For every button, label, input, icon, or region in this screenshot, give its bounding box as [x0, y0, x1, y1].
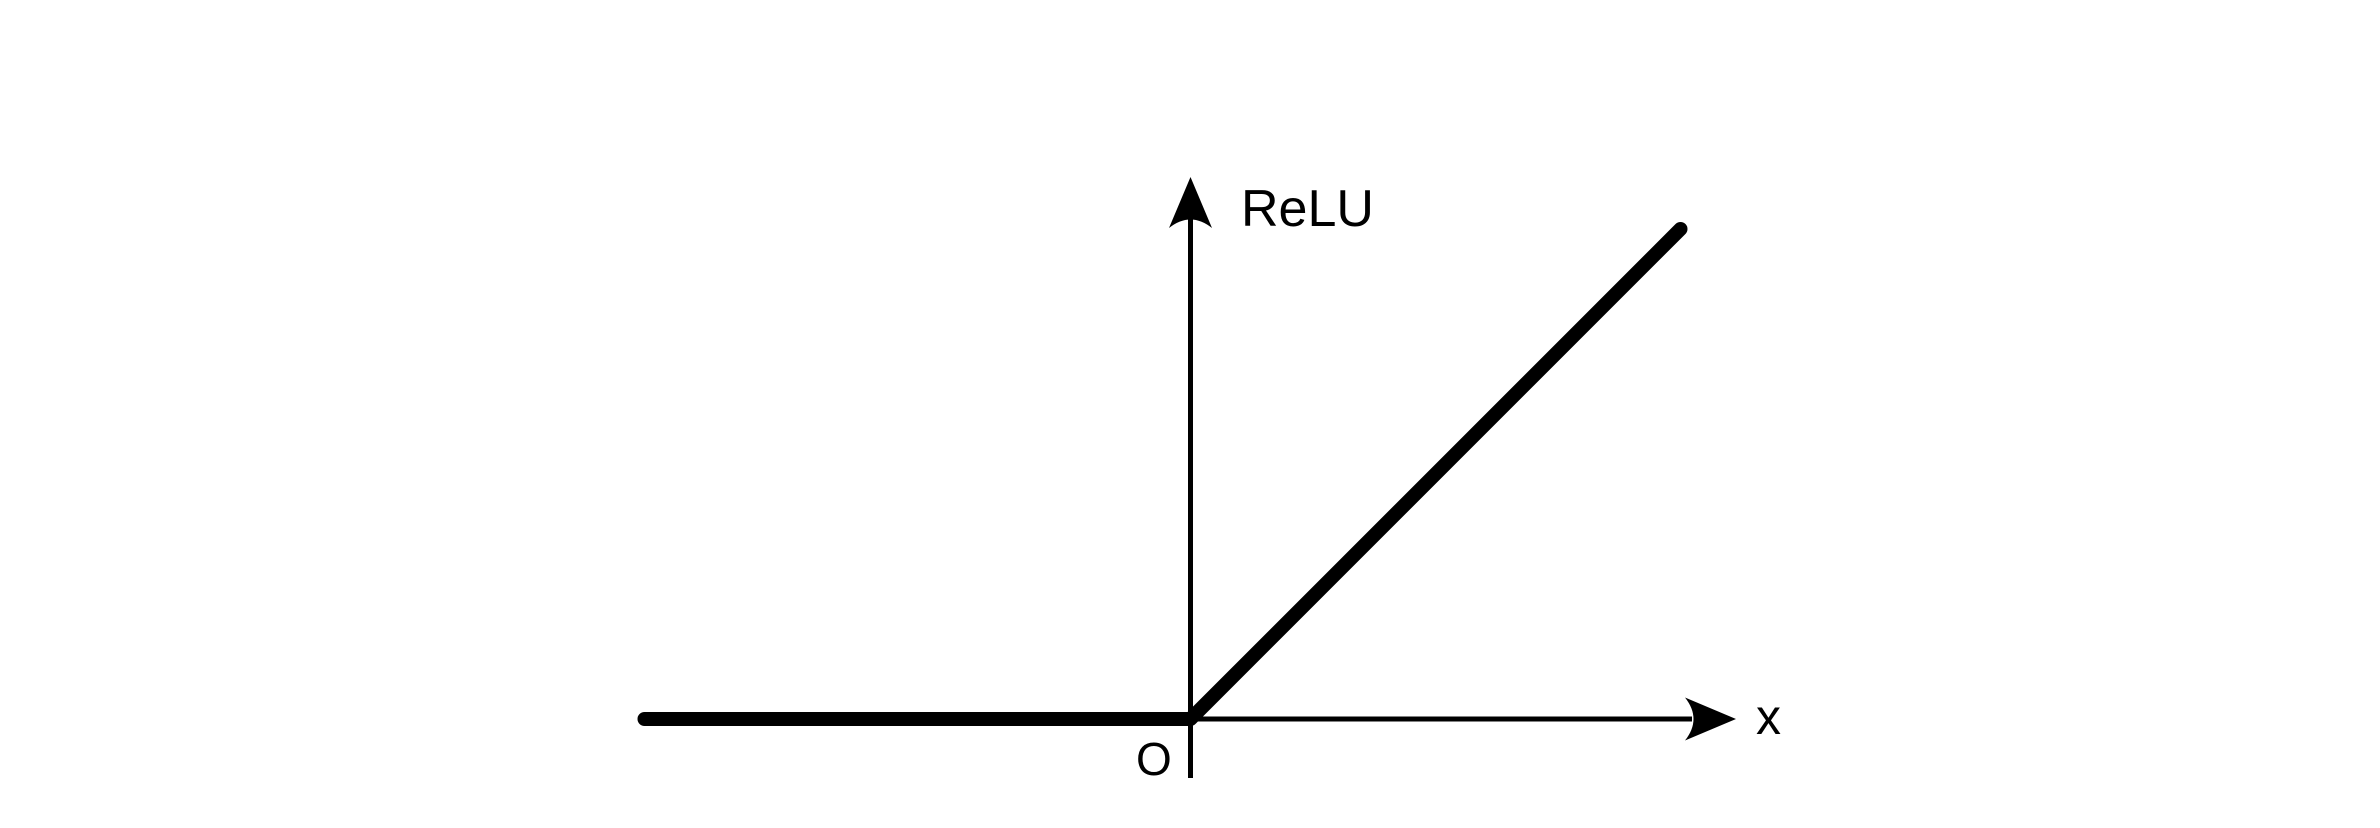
x-axis-label: x [1756, 689, 1781, 745]
relu-function-line [637, 222, 1688, 726]
x-axis-arrowhead-icon [1685, 697, 1736, 741]
y-axis-arrowhead-icon [1169, 177, 1212, 228]
origin-label: O [1136, 733, 1172, 785]
y-axis-label: ReLU [1241, 180, 1374, 238]
